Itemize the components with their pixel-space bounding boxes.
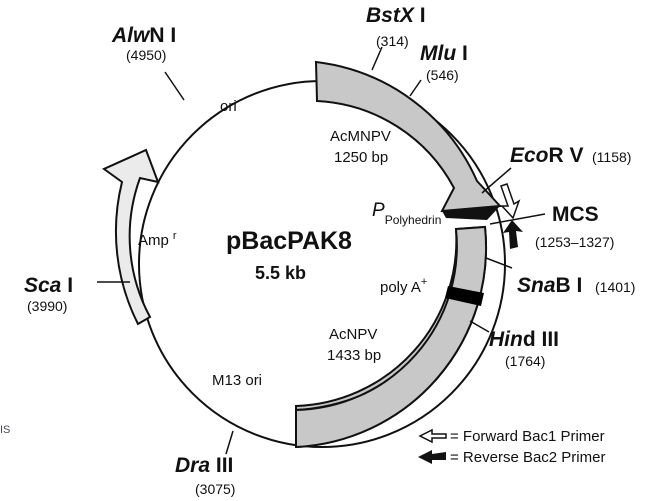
draiii-label: Dra III bbox=[175, 454, 233, 477]
polya-label: poly A+ bbox=[380, 276, 427, 296]
ecorv-position: (1158) bbox=[592, 149, 631, 165]
mlui-position: (546) bbox=[426, 67, 459, 83]
alwni-position: (4950) bbox=[126, 47, 166, 63]
m13-ori-label: M13 ori bbox=[212, 372, 262, 389]
draiii-tick bbox=[225, 430, 234, 455]
alwni-label: AlwN I bbox=[111, 24, 176, 47]
snabi-tick bbox=[485, 257, 513, 269]
bstxi-position: (314) bbox=[376, 33, 409, 49]
draiii-position: (3075) bbox=[195, 481, 235, 497]
mlui-label: Mlu I bbox=[420, 42, 468, 65]
alwni-tick bbox=[164, 71, 185, 101]
ecorv-tick bbox=[481, 167, 512, 194]
mcs-range: (1253–1327) bbox=[535, 234, 614, 250]
bstxi-tick bbox=[371, 46, 383, 71]
snabi-label: SnaB I bbox=[517, 274, 582, 297]
legend-reverse-label: = Reverse Bac2 Primer bbox=[450, 449, 605, 466]
acnpv-size: 1433 bp bbox=[327, 347, 381, 364]
legend: = Forward Bac1 Primer = Reverse Bac2 Pri… bbox=[418, 428, 605, 466]
acnpv-arc-fill-body bbox=[295, 225, 488, 449]
legend-reverse-arrow-icon bbox=[418, 450, 446, 464]
edge-fragment-text: IS bbox=[0, 424, 10, 436]
plasmid-size: 5.5 kb bbox=[255, 263, 306, 283]
legend-forward-label: = Forward Bac1 Primer bbox=[450, 428, 605, 445]
hindiii-tick bbox=[469, 320, 490, 333]
plasmid-name: pBacPAK8 bbox=[226, 227, 352, 255]
forward-primer-arrow bbox=[500, 183, 521, 220]
hindiii-label: Hind III bbox=[489, 328, 559, 351]
polyhedrin-promoter-label: PPolyhedrin bbox=[372, 200, 441, 227]
bstxi-label: BstX I bbox=[366, 4, 426, 27]
mcs-label: MCS bbox=[552, 203, 599, 226]
acmnpv-name: AcMNPV bbox=[330, 128, 391, 145]
legend-forward-arrow-icon bbox=[418, 428, 447, 444]
scai-position: (3990) bbox=[27, 298, 67, 314]
ecorv-label: EcoR V bbox=[510, 144, 584, 167]
amp-resistance-arc bbox=[102, 148, 160, 326]
scai-label: Sca I bbox=[24, 274, 73, 297]
ori-label: ori bbox=[220, 98, 237, 115]
mcs-tick bbox=[489, 213, 546, 225]
acnpv-name: AcNPV bbox=[329, 326, 377, 343]
polya-band bbox=[445, 286, 484, 306]
snabi-position: (1401) bbox=[595, 279, 635, 295]
reverse-primer-arrow bbox=[503, 220, 523, 249]
mlui-tick bbox=[409, 79, 422, 97]
acmnpv-size: 1250 bp bbox=[334, 149, 388, 166]
hindiii-position: (1764) bbox=[505, 353, 545, 369]
polyhedrin-promoter-arrow bbox=[442, 206, 500, 220]
